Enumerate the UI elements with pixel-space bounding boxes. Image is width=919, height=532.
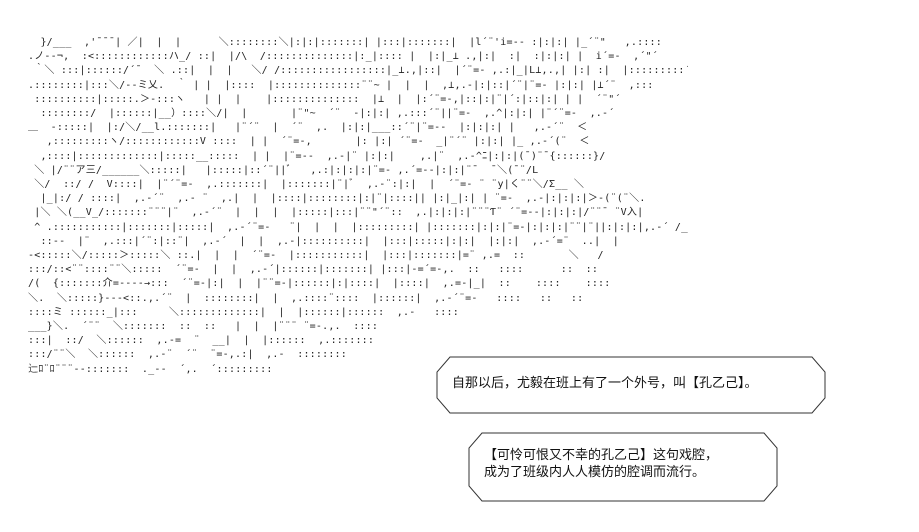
bubble-text-block: 【可怜可恨又不幸的孔乙己】这句戏腔， 成为了班级内人人模仿的腔调而流行。 — [484, 447, 718, 481]
ascii-art-line: ::::::::/ |::::::|__）::::＼/| | |¨"~ ´¨ -… — [28, 108, 615, 120]
bubble-text-line: 【可怜可恨又不幸的孔乙己】这句戏腔， — [484, 448, 719, 463]
ascii-art-line: ^ .:::::::::::|:::::::|:::::| ,.-´¨=- ¨|… — [28, 221, 688, 233]
ascii-art-line: ::::ミ ::::::_|::: ＼:::::::::::::| | |:::… — [28, 306, 459, 318]
ascii-art-line: ＿ -:::::| |:/＼/__l.:::::::| |¨´¨ | ´¨ ,.… — [28, 122, 588, 134]
ascii-art-line: :::/::<¨¨::::¨¨＼::::: ´¨=- | | ,.-´|::::… — [28, 264, 599, 276]
bubble-border-octagon — [436, 356, 826, 414]
ascii-art-line: -<:::::＼/:::::＞:::::＼ ::.| | | ´¨=- |:::… — [28, 250, 604, 262]
ascii-art-line: ::::::::::|:::::.＞-:::ヽ | | | |:::::::::… — [28, 93, 621, 105]
ascii-art-text: }/___ ,'¯¯¯| ／| | | ＼::::::::＼|:|:|:::::… — [28, 36, 688, 377]
ascii-art-line: /( {:::::::介=----→::: ´¨=-|:| | |¨¨=-|::… — [28, 278, 611, 290]
ascii-art-line: ___}＼. ´¨¨ ＼::::::: :: :: | | |¨¨¨ ¨=-.,… — [28, 321, 379, 333]
ascii-art-line: :::/¨¨＼ ＼:::::: ,.-¨ ´¨ ¨=-,.:| ,.- ::::… — [28, 349, 347, 361]
ascii-art-line: }/___ ,'¯¯¯| ／| | | ＼::::::::＼|:|:|:::::… — [28, 37, 662, 48]
bubble-border-octagon — [468, 432, 778, 502]
ascii-art-line: ::-- |¨ ,.:::|´¨:|::¨| ,.-´ | | ,.-|::::… — [28, 235, 619, 247]
ascii-art-line: 辷ﾛ¨ﾛ¨¨¨--::::::: ._-- ´,. ´::::::::: — [28, 363, 273, 375]
ascii-art-line: :::| ::/ ＼:::::: ,.-= ¨ __| | |:::::: ,.… — [28, 335, 375, 347]
ascii-art-line: ,::::|:::::::::::::|:::::__::::: | | |¨=… — [28, 150, 606, 162]
ascii-art-line: |＼ ＼(__V_/:::::::¨¨¨|¨ ,.-´¨ | | | |::::… — [28, 207, 644, 219]
ascii-art-line: ＼/ ::/ / V::::| |¨´¨=- ,.:::::::| |:::::… — [28, 179, 585, 191]
ascii-art-line: ＼. ＼:::::}---<::.,.´¨ | ::::::::| | ,.::… — [28, 292, 584, 304]
ascii-art-line: .ノ--¬, :<::::::::::::ハ_/ ::| |/\ /::::::… — [28, 51, 659, 63]
speech-bubble-narration: 自那以后，尤毅在班上有了一个外号，叫【孔乙己】。 — [436, 356, 826, 414]
ascii-art-line: .::::::::|:::＼/--ミ乂. ｀ | | |:::: |::::::… — [28, 79, 654, 91]
ascii-art-illustration: }/___ ,'¯¯¯| ／| | | ＼::::::::＼|:|:|:::::… — [28, 36, 688, 476]
ascii-art-line: ｀＼ :::|::::::/´¯ ＼ .::| | | ＼/ /::::::::… — [28, 65, 688, 77]
ascii-art-lines: }/___ ,'¯¯¯| ／| | | ＼::::::::＼|:|:|:::::… — [28, 36, 688, 377]
ascii-art-line: |_|:/ / ::::| ,.-´¨ ,.- ¨ ,.| | |::::|::… — [28, 193, 646, 205]
speech-bubble-comment: 【可怜可恨又不幸的孔乙己】这句戏腔， 成为了班级内人人模仿的腔调而流行。 — [468, 432, 778, 502]
bubble-text-line: 自那以后，尤毅在班上有了一个外号，叫【孔乙己】。 — [452, 376, 758, 391]
ascii-art-line: ＼ |/¨¨ア三/______＼:::::| |:::::|::´¨||ﾞ ,.… — [28, 164, 539, 176]
ascii-art-line: ,:::::::::ヽ/::::::::::::V :::: | | ´¨=-,… — [28, 136, 590, 148]
bubble-text-line: 成为了班级内人人模仿的腔调而流行。 — [484, 465, 706, 480]
